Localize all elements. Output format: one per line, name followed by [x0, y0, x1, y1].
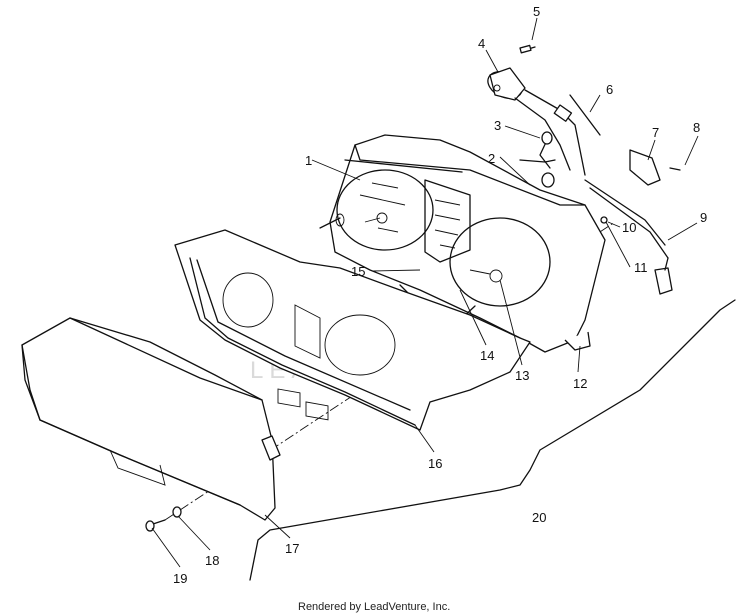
callout-18: 18	[205, 553, 219, 568]
callout-15: 15	[351, 264, 365, 279]
callout-12: 12	[573, 376, 587, 391]
assembly-bracket-20	[249, 299, 736, 581]
mounting-hardware	[145, 506, 182, 532]
buzzer-assembly	[487, 44, 536, 101]
indicator-panel	[424, 179, 471, 263]
wiring-harness	[514, 89, 681, 295]
callout-4: 4	[478, 36, 485, 51]
speedometer-gauge	[449, 217, 551, 307]
callout-14: 14	[480, 348, 494, 363]
instrument-housing	[319, 134, 606, 353]
callout-8: 8	[693, 120, 700, 135]
callout-labels: 1 2 3 4 5 6 7 8 9 10 11 12 13 14 15 16 1…	[173, 4, 707, 586]
callout-5: 5	[533, 4, 540, 19]
callout-20: 20	[532, 510, 546, 525]
lens-cover	[21, 317, 281, 521]
callout-6: 6	[606, 82, 613, 97]
callout-17: 17	[285, 541, 299, 556]
callout-3: 3	[494, 118, 501, 133]
leader-lines	[151, 17, 699, 568]
callout-1: 1	[305, 153, 312, 168]
callout-19: 19	[173, 571, 187, 586]
tachometer-gauge	[336, 169, 434, 251]
callout-13: 13	[515, 368, 529, 383]
callout-9: 9	[700, 210, 707, 225]
callout-10: 10	[622, 220, 636, 235]
bezel	[174, 229, 531, 431]
callout-7: 7	[652, 125, 659, 140]
callout-11: 11	[634, 260, 648, 275]
callout-2: 2	[488, 151, 495, 166]
footer-credit: Rendered by LeadVenture, Inc.	[298, 601, 450, 613]
callout-16: 16	[428, 456, 442, 471]
